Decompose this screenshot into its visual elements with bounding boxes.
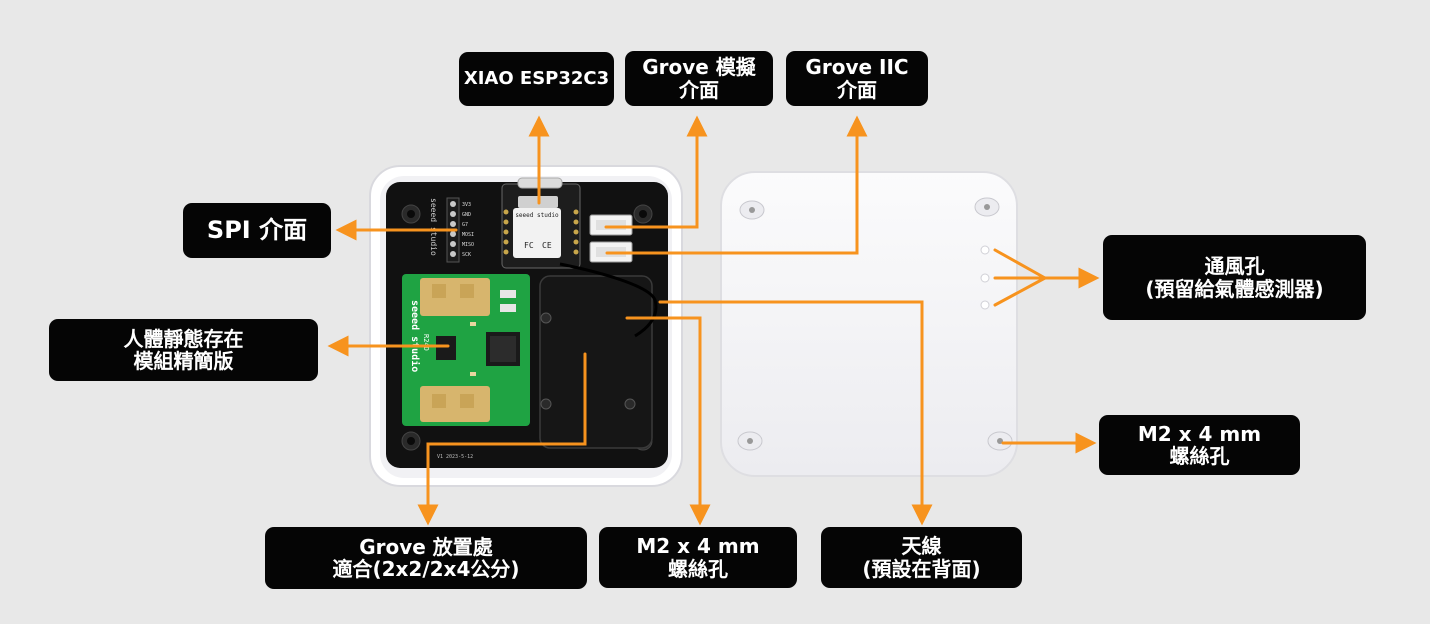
label-line: M2 x 4 mm [1137, 421, 1262, 446]
pin-label: SCK [462, 252, 471, 258]
label-line: 介面 [679, 77, 719, 102]
pin-label: MISO [462, 242, 474, 248]
label-line: SPI 介面 [206, 216, 308, 245]
arrow-m2-bottom [625, 316, 711, 526]
label-grove-iic: Grove IIC 介面 [786, 51, 928, 106]
vent-hole [980, 300, 990, 310]
arrow-grove-iic [605, 115, 868, 255]
arrow-grove-analog [604, 115, 708, 229]
radar-brand: seeed studio [409, 300, 421, 372]
label-line: Grove IIC [805, 55, 909, 80]
ce-mark: CE [542, 241, 552, 250]
vent-hole [980, 245, 990, 255]
vent-hole [980, 273, 990, 283]
arrow-grove-place [417, 352, 587, 526]
label-m2-screw-bottom: M2 x 4 mm 螺絲孔 [599, 527, 797, 588]
radar-module [402, 274, 530, 426]
label-line: 螺絲孔 [1169, 444, 1230, 468]
radar-model: R24D [422, 334, 430, 351]
label-antenna: 天線 (預設在背面) [821, 527, 1022, 588]
label-human-presence: 人體靜態存在 模組精簡版 [49, 319, 318, 381]
label-spi: SPI 介面 [183, 203, 331, 258]
pcb-date: V1 2023-5-12 [437, 454, 473, 460]
xiao-brand: seeed studio [515, 212, 559, 219]
label-line: 適合(2x2/2x4公分) [332, 557, 520, 581]
label-line: 介面 [837, 77, 877, 102]
closed-case [720, 171, 1018, 477]
label-line: Grove 模擬 [642, 55, 756, 80]
fcc-mark: FC [524, 241, 534, 250]
grove-connector-analog [589, 214, 633, 236]
label-vent: 通風孔 (預留給氣體感測器) [1103, 235, 1366, 320]
side-brand: seeed studio [429, 198, 438, 256]
arrow-vent-3 [993, 276, 1047, 307]
xiao-module [501, 183, 581, 269]
label-line: Grove 放置處 [359, 534, 493, 559]
label-line: 螺絲孔 [668, 556, 728, 581]
label-grove-analog: Grove 模擬 介面 [625, 51, 773, 106]
label-line: 天線 [901, 534, 942, 559]
label-m2-screw-right: M2 x 4 mm 螺絲孔 [1099, 415, 1300, 475]
label-line: (預設在背面) [862, 556, 981, 581]
pin-label: 3V3 [462, 202, 471, 208]
arrow-antenna [658, 300, 933, 526]
pin-label: G7 [462, 222, 468, 228]
label-xiao-esp32c3: XIAO ESP32C3 [459, 52, 614, 106]
grove-placement-area [539, 275, 653, 449]
pin-label: GND [462, 212, 471, 218]
callout-arrows [327, 115, 1100, 526]
label-line: XIAO ESP32C3 [463, 67, 610, 89]
label-line: M2 x 4 mm [636, 534, 760, 559]
label-line: 模組精簡版 [133, 349, 234, 373]
arrow-vent-1 [993, 248, 1047, 280]
pin-label: MOSI [462, 232, 474, 238]
label-line: 人體靜態存在 [123, 326, 244, 351]
label-line: 通風孔 [1204, 254, 1265, 279]
label-grove-placement: Grove 放置處 適合(2x2/2x4公分) [265, 527, 587, 589]
open-case: 3V3 GND G7 MOSI MISO SCK seeed studio se… [369, 165, 683, 487]
label-line: (預留給氣體感測器) [1145, 276, 1324, 301]
